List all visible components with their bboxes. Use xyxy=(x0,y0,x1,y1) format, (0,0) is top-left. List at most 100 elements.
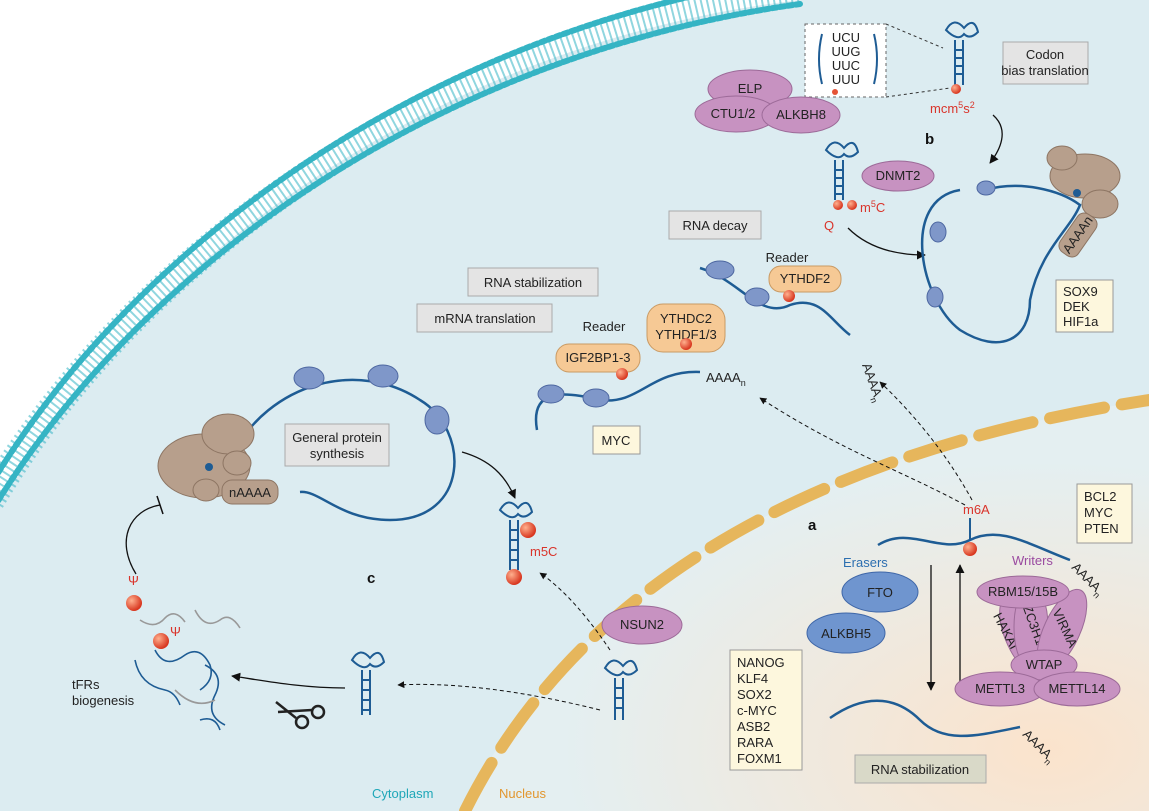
psi-mod-1 xyxy=(126,595,142,611)
ribosome-tail-c-label: nAAAA xyxy=(229,485,271,500)
gene-myc-2: MYC xyxy=(1084,505,1113,520)
rna-stabilization-bottom-box xyxy=(854,754,987,784)
inhibition-arrow xyxy=(125,504,161,575)
igf2bp-label: IGF2BP1-3 xyxy=(565,350,630,365)
ribosome-small-c2 xyxy=(367,364,399,388)
ythdf13-label: YTHDF1/3 xyxy=(655,327,716,342)
dnmt2-label: DNMT2 xyxy=(876,168,921,183)
ribosome-b xyxy=(1046,145,1121,219)
nsun2-label: NSUN2 xyxy=(620,617,664,632)
arrow-dnmt2-to-ribosome xyxy=(847,227,926,260)
trna-nucleus-icon xyxy=(603,659,639,720)
codon-2: UUG xyxy=(832,44,861,59)
q-label: Q xyxy=(824,218,834,233)
rna-decay-label: RNA decay xyxy=(682,218,748,233)
polya-tag-b xyxy=(1058,212,1098,258)
mrna-bottom-a xyxy=(829,699,1021,738)
gene-dek: DEK xyxy=(1063,299,1090,314)
nucleus-region xyxy=(460,400,1149,811)
general-synthesis-box xyxy=(284,423,390,467)
codon-1: UCU xyxy=(832,30,860,45)
reader-label-left: Reader xyxy=(583,319,626,334)
tfrs-line1: tFRs xyxy=(72,677,100,692)
ribosome-small-b1 xyxy=(976,180,996,196)
arrow-trna-to-tfrs xyxy=(231,672,346,689)
trna-fragments xyxy=(134,609,241,731)
scissors-icon xyxy=(275,701,326,730)
trna-cytoplasm-icon xyxy=(350,651,386,715)
ythdc2-label: YTHDC2 xyxy=(660,311,712,326)
gene-cmyc: c-MYC xyxy=(737,703,777,718)
codon-bias-line1: Codon xyxy=(1026,47,1064,62)
writers-label: Writers xyxy=(1012,553,1053,568)
codon-mod-dot xyxy=(832,89,838,95)
gene-sox2: SOX2 xyxy=(737,687,772,702)
trna-dnmt2-icon xyxy=(824,141,860,200)
mcm5s2-label: mcm5s2 xyxy=(930,100,975,116)
rna-stabilization-top-box xyxy=(467,267,599,297)
panel-a-letter: a xyxy=(808,517,817,534)
gene-klf4: KLF4 xyxy=(737,671,768,686)
inset-connector-bottom xyxy=(885,87,951,98)
m6a-mod-ythdf2 xyxy=(783,290,795,302)
mrna-translation-box xyxy=(416,303,553,333)
alkbh5-label: ALKBH5 xyxy=(821,626,871,641)
codon-bias-line2: bias translation xyxy=(1001,63,1088,78)
m6a-modification xyxy=(963,542,977,556)
mrna-translation-label: mRNA translation xyxy=(434,311,535,326)
ribosome-small-l1 xyxy=(537,384,565,404)
psi-label-2: Ψ xyxy=(170,624,181,639)
gene-sox9: SOX9 xyxy=(1063,284,1098,299)
inhibition-bar xyxy=(156,495,164,515)
cell-membrane xyxy=(0,0,803,508)
ribosome-small-l2 xyxy=(582,388,610,408)
ribosome-small-m2 xyxy=(744,287,770,307)
nsun2-node xyxy=(601,605,683,645)
psi-mod-2 xyxy=(153,633,169,649)
panel-b-letter: b xyxy=(925,131,934,148)
arrow-m6a-to-igf2bp xyxy=(759,397,966,506)
mettl3-label: METTL3 xyxy=(975,681,1025,696)
mcm5s2-modification xyxy=(951,84,961,94)
gene-pten: PTEN xyxy=(1084,521,1119,536)
general-synthesis-line2: synthesis xyxy=(310,446,365,461)
alkbh8-node xyxy=(761,96,841,134)
gene-nanog: NANOG xyxy=(737,655,785,670)
fto-node xyxy=(841,571,919,613)
nucleus-label: Nucleus xyxy=(499,786,546,801)
gene-hif1a: HIF1a xyxy=(1063,314,1099,329)
ythdf2-node xyxy=(768,265,842,293)
arrow-m6a-to-ythdf2 xyxy=(879,381,973,501)
mettl14-node xyxy=(1033,671,1121,707)
alkbh5-node xyxy=(806,612,886,654)
m5c-mod-top xyxy=(520,522,536,538)
rna-stabilization-top-label: RNA stabilization xyxy=(484,275,582,290)
rbm15-node xyxy=(976,575,1070,609)
m5c-mid-label: m5C xyxy=(530,544,557,559)
mrna-loop-b xyxy=(920,184,1082,344)
gene-myc: MYC xyxy=(602,433,631,448)
panel-a: a BCL2 MYC PTEN m6A AAAAn Erasers Writer… xyxy=(729,483,1133,784)
codon-4: UUU xyxy=(832,72,860,87)
ctu-label: CTU1/2 xyxy=(711,106,756,121)
wtap-label: WTAP xyxy=(1026,657,1063,672)
gene-bcl2: BCL2 xyxy=(1084,489,1117,504)
gene-foxm1: FOXM1 xyxy=(737,751,782,766)
trna-top-icon xyxy=(944,21,980,85)
rna-decay-box xyxy=(668,210,762,240)
m6a-mod-igf2bp xyxy=(616,368,628,380)
arrow-nsun2-to-m5c xyxy=(539,572,611,651)
panel-c-letter: c xyxy=(367,570,375,587)
ribosome-tail-c xyxy=(221,479,279,505)
mrna-ythdf2 xyxy=(699,266,851,336)
m5c-label-top: m5C xyxy=(860,199,885,215)
dnmt2-node xyxy=(861,160,935,192)
rbm15-label: RBM15/15B xyxy=(988,584,1058,599)
ribosome-small-b3 xyxy=(926,286,944,308)
fto-label: FTO xyxy=(867,585,893,600)
elp-label: ELP xyxy=(738,81,763,96)
gene-list-sox9 xyxy=(1055,279,1114,333)
reader-label-right: Reader xyxy=(766,250,809,265)
